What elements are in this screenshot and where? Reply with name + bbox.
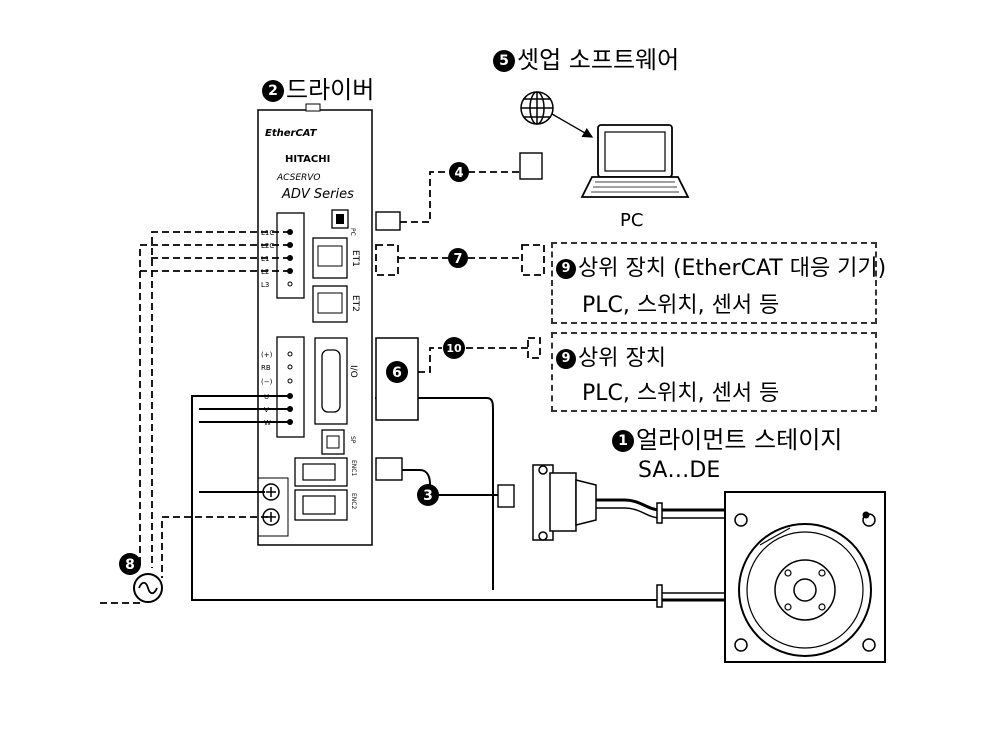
pc-port-label: PC — [349, 228, 356, 236]
stage-motor-cable — [656, 584, 725, 608]
pc-label: PC — [620, 210, 644, 231]
hitachi-brand: HITACHI — [285, 154, 330, 165]
callout-10: 10 — [443, 337, 465, 359]
pc-cable — [400, 171, 520, 223]
host-io-box — [551, 332, 877, 412]
acservo-label: ACSERVO — [276, 173, 321, 183]
ethercat-logo: EtherCAT — [265, 128, 318, 139]
term-v: V — [264, 406, 269, 414]
host-ethercat-line1: 상위 장치 (EtherCAT 대응 기기) — [578, 256, 887, 281]
io-label: I/O — [348, 365, 358, 378]
svg-text:10: 10 — [446, 342, 462, 355]
host-ethercat-number: 9 — [556, 259, 576, 279]
enc1-port — [294, 457, 348, 487]
callout-6: 6 — [386, 361, 408, 383]
et1-port — [312, 237, 348, 279]
power-terminal-block — [276, 212, 305, 299]
ac-power-source — [133, 573, 163, 603]
power-supply-lines — [100, 231, 290, 604]
sp-label: SP — [349, 436, 356, 444]
term-l1: L1 — [261, 255, 269, 263]
host-io-line1: 상위 장치 — [578, 346, 666, 371]
encoder-cable — [402, 469, 498, 496]
term-l1c: L1C — [261, 229, 274, 237]
host-io-number: 9 — [556, 349, 576, 369]
alignment-stage — [724, 491, 886, 663]
alignment-stage-text: 얼라이먼트 스테이지 — [636, 426, 843, 454]
enc2-label: ENC2 — [350, 493, 357, 509]
term-plus: (+) — [261, 351, 273, 359]
setup-software-number: 5 — [493, 50, 515, 72]
host-ethercat-line2: PLC, 스위치, 센서 등 — [582, 293, 780, 318]
driver-unit — [257, 103, 373, 546]
enc2-port — [294, 489, 348, 521]
driver-text: 드라이버 — [286, 76, 375, 104]
callout-3: 3 — [417, 484, 439, 506]
sp-port — [321, 429, 345, 455]
term-w: W — [264, 419, 271, 427]
et2-port — [312, 285, 348, 323]
setup-software-text: 셋업 소프트웨어 — [517, 46, 680, 74]
callout-7: 7 — [448, 248, 468, 268]
host-ethercat-box — [551, 242, 877, 324]
laptop-icon — [580, 124, 690, 198]
dsub-connector — [532, 464, 725, 541]
enc1-label: ENC1 — [350, 460, 357, 476]
motor-cable — [191, 395, 660, 601]
adv-series-label: ADV Series — [281, 187, 354, 202]
term-rb: RB — [261, 364, 271, 372]
et1-label: ET1 — [350, 250, 360, 267]
et2-label: ET2 — [350, 295, 360, 312]
svg-text:6: 6 — [392, 365, 402, 381]
globe-icon — [520, 91, 554, 125]
term-l2c: L2C — [261, 242, 274, 250]
svg-text:8: 8 — [125, 557, 135, 573]
host-io-line2: PLC, 스위치, 센서 등 — [582, 381, 780, 406]
term-l3: L3 — [261, 281, 269, 289]
term-minus: (−) — [261, 378, 273, 386]
io-cable — [418, 337, 541, 373]
driver-number: 2 — [262, 80, 284, 102]
io-port — [314, 337, 348, 425]
ethercat-cable — [375, 244, 545, 276]
alignment-stage-model: SA…DE — [638, 458, 721, 483]
svg-text:4: 4 — [454, 166, 463, 181]
callout-8: 8 — [119, 553, 141, 575]
term-l2: L2 — [261, 268, 269, 276]
svg-text:7: 7 — [453, 252, 462, 267]
alignment-stage-number: 1 — [612, 430, 634, 452]
svg-text:3: 3 — [423, 488, 433, 504]
callout-4: 4 — [449, 162, 469, 182]
term-u: U — [264, 393, 269, 401]
